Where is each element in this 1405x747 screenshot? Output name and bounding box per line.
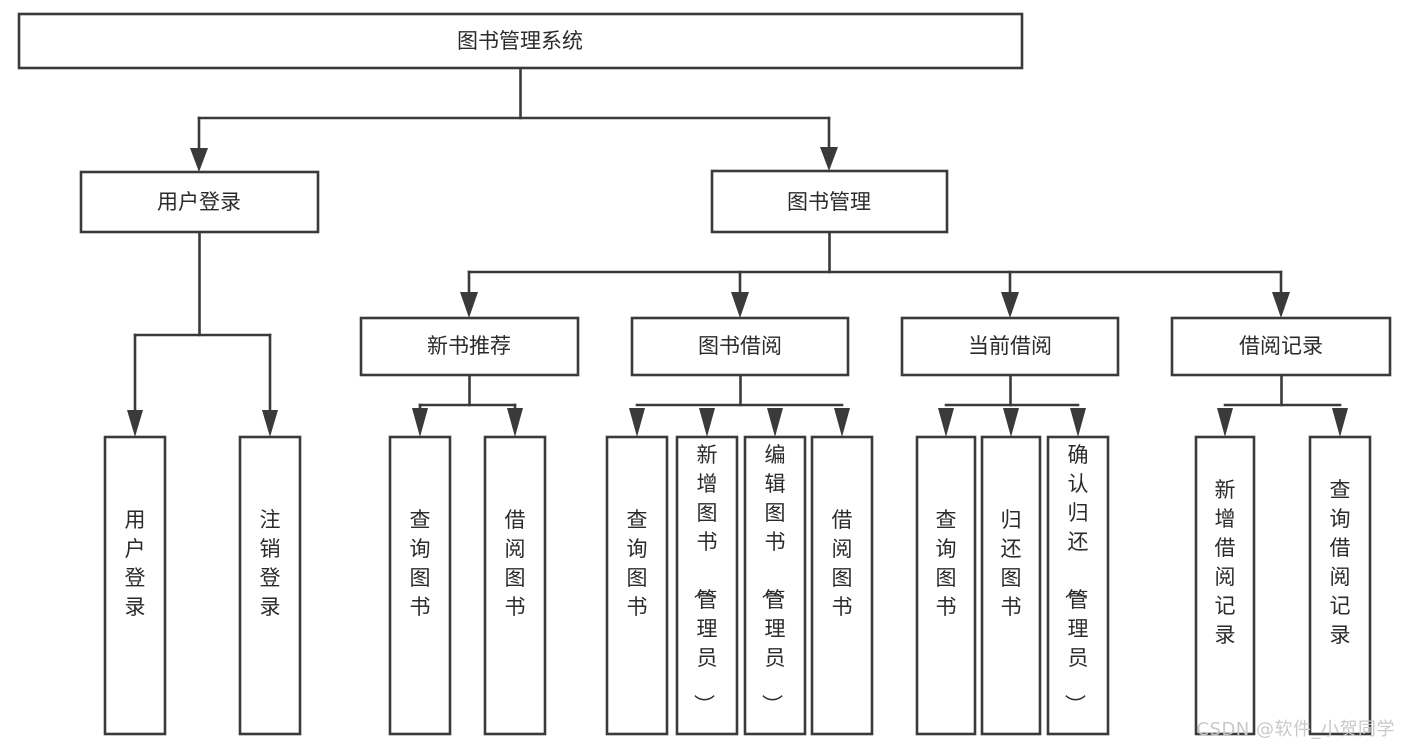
leaf-edit-book-label: 编辑图书（管理员） — [760, 443, 786, 715]
leaf-confirm-return-label: 确认归还（管理员） — [1063, 443, 1089, 715]
node-book-borrow-label: 图书借阅 — [698, 334, 782, 358]
node-borrow-record-label: 借阅记录 — [1239, 334, 1323, 358]
node-book-borrow-box[interactable] — [630, 316, 850, 377]
leaf-user-login-label: 用户登录 — [125, 508, 146, 619]
node-borrow-record[interactable]: 借阅记录 — [1170, 316, 1392, 377]
leaf-user-logout[interactable]: 注销登录 — [238, 435, 302, 736]
node-new-book-recommend-label: 新书推荐 — [427, 334, 511, 358]
leaf-user-login[interactable]: 用户登录 — [103, 435, 167, 736]
node-root-box[interactable] — [17, 12, 1024, 70]
leaf-user-logout-box[interactable] — [238, 435, 302, 736]
node-current-borrow-box[interactable] — [900, 316, 1120, 377]
arrowhead-leaf-borrow-book-1 — [507, 408, 523, 437]
node-user-login[interactable]: 用户登录 — [79, 170, 320, 234]
arrowhead-leaf-query-book-2 — [629, 408, 645, 437]
leaf-query-book-2-box[interactable] — [605, 435, 669, 736]
leaf-query-record[interactable]: 查询借阅记录 — [1308, 435, 1372, 736]
node-user-login-label: 用户登录 — [157, 190, 241, 214]
arrowhead-leaf-query-book-1 — [412, 408, 428, 437]
leaf-return-book-label: 归还图书 — [1001, 508, 1022, 619]
arrowhead-book-borrow — [731, 292, 749, 318]
node-new-book-recommend-box[interactable] — [359, 316, 580, 377]
leaf-confirm-return-box[interactable] — [1046, 435, 1110, 736]
leaf-query-book-3-label: 查询图书 — [936, 508, 957, 619]
node-new-book-recommend[interactable]: 新书推荐 — [359, 316, 580, 377]
leaf-borrow-book-1-box[interactable] — [483, 435, 547, 736]
arrowhead-new-book-recommend — [460, 292, 478, 318]
leaf-add-book-box[interactable] — [675, 435, 739, 736]
node-user-login-box[interactable] — [79, 170, 320, 234]
arrowhead-leaf-query-record — [1332, 408, 1348, 437]
node-root-label: 图书管理系统 — [457, 29, 583, 53]
leaf-add-book-label: 新增图书（管理员） — [692, 443, 718, 715]
node-root[interactable]: 图书管理系统 — [17, 12, 1024, 70]
arrowhead-leaf-query-book-3 — [938, 408, 954, 437]
leaf-borrow-book-1-label: 借阅图书 — [505, 508, 526, 619]
arrowhead-book-manage — [820, 147, 838, 171]
node-book-manage-box[interactable] — [710, 169, 949, 234]
leaf-user-login-box[interactable] — [103, 435, 167, 736]
leaf-edit-book-box[interactable] — [743, 435, 807, 736]
arrowhead-leaf-user-login — [127, 410, 143, 437]
node-current-borrow-label: 当前借阅 — [968, 334, 1052, 358]
leaf-confirm-return[interactable]: 确认归还（管理员） — [1046, 435, 1110, 736]
leaf-user-logout-label: 注销登录 — [260, 508, 281, 619]
leaf-query-book-3-box[interactable] — [915, 435, 977, 736]
leaf-add-record-box[interactable] — [1194, 435, 1256, 736]
node-book-manage[interactable]: 图书管理 — [710, 169, 949, 234]
leaf-query-book-1-label: 查询图书 — [410, 508, 431, 619]
arrowhead-user-login — [190, 148, 208, 172]
arrowhead-leaf-confirm-return — [1070, 408, 1086, 437]
arrowhead-leaf-add-record — [1217, 408, 1233, 437]
leaf-edit-book[interactable]: 编辑图书（管理员） — [743, 435, 807, 736]
arrowhead-current-borrow — [1001, 292, 1019, 318]
leaf-borrow-book-2-label: 借阅图书 — [832, 508, 853, 619]
leaf-add-record[interactable]: 新增借阅记录 — [1194, 435, 1256, 736]
leaf-borrow-book-1[interactable]: 借阅图书 — [483, 435, 547, 736]
leaf-borrow-book-2-box[interactable] — [810, 435, 874, 736]
arrowhead-leaf-borrow-book-2 — [834, 408, 850, 437]
leaf-query-record-box[interactable] — [1308, 435, 1372, 736]
arrowhead-leaf-edit-book — [767, 408, 783, 437]
arrowhead-leaf-user-logout — [262, 410, 278, 437]
leaf-query-book-1[interactable]: 查询图书 — [388, 435, 452, 736]
leaf-return-book[interactable]: 归还图书 — [980, 435, 1042, 736]
node-current-borrow[interactable]: 当前借阅 — [900, 316, 1120, 377]
leaf-query-book-3[interactable]: 查询图书 — [915, 435, 977, 736]
arrowhead-leaf-add-book — [699, 408, 715, 437]
node-borrow-record-box[interactable] — [1170, 316, 1392, 377]
leaf-borrow-book-2[interactable]: 借阅图书 — [810, 435, 874, 736]
leaf-add-book[interactable]: 新增图书（管理员） — [675, 435, 739, 736]
leaf-query-book-2[interactable]: 查询图书 — [605, 435, 669, 736]
arrowhead-borrow-record — [1272, 292, 1290, 318]
node-book-borrow[interactable]: 图书借阅 — [630, 316, 850, 377]
leaf-add-record-label: 新增借阅记录 — [1215, 478, 1236, 647]
connector-layer — [127, 66, 1348, 437]
leaf-query-book-1-box[interactable] — [388, 435, 452, 736]
leaf-return-book-box[interactable] — [980, 435, 1042, 736]
node-book-manage-label: 图书管理 — [787, 190, 871, 214]
leaf-query-record-label: 查询借阅记录 — [1330, 478, 1351, 647]
leaf-query-book-2-label: 查询图书 — [627, 508, 648, 619]
arrowhead-leaf-return-book — [1003, 408, 1019, 437]
